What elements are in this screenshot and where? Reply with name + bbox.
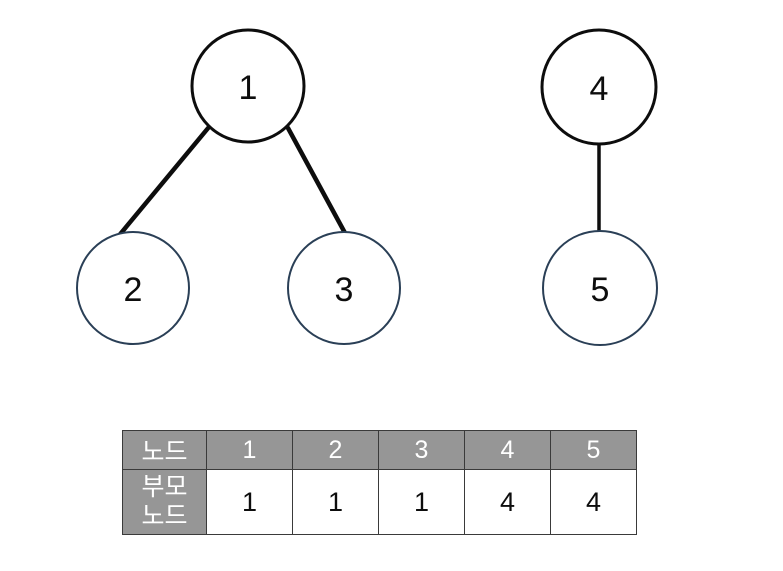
node-circle [540, 28, 658, 146]
row-header-line-2: 노드 [141, 502, 188, 530]
node-circle [76, 231, 190, 345]
table-cell-parent: 4 [550, 469, 637, 535]
row-header-line-1: 부모 [141, 473, 188, 502]
table-cell-parent: 1 [206, 469, 293, 535]
node-label: 5 [591, 271, 610, 309]
node-2[interactable]: 2 [76, 231, 190, 345]
node-4[interactable]: 4 [540, 28, 658, 146]
table-header-node: 노드 [122, 430, 207, 470]
table-header-cell: 5 [550, 430, 637, 470]
table-header-cell: 2 [292, 430, 379, 470]
table-header-cell: 1 [206, 430, 293, 470]
table-cell-parent: 1 [292, 469, 379, 535]
table-header-row: 노드 1 2 3 4 5 [122, 430, 637, 470]
table-header-cell: 4 [464, 430, 551, 470]
tree-graph-canvas: 1 2 3 4 5 [76, 28, 658, 346]
table-cell-parent: 1 [378, 469, 465, 535]
node-1[interactable]: 1 [190, 28, 306, 144]
parent-node-table-wrapper: 노드 1 2 3 4 5 부모 노드 1 1 1 4 4 [122, 430, 637, 535]
parent-node-table: 노드 1 2 3 4 5 부모 노드 1 1 1 4 4 [122, 430, 637, 535]
table-cell-parent: 4 [464, 469, 551, 535]
table-header-cell: 3 [378, 430, 465, 470]
node-label: 4 [590, 70, 609, 108]
node-label: 2 [124, 271, 143, 309]
edge-1-2 [109, 124, 212, 247]
node-circle [542, 230, 658, 346]
table-row-header-parent-node: 부모 노드 [122, 469, 207, 535]
node-label: 1 [239, 69, 258, 107]
node-3[interactable]: 3 [287, 231, 401, 345]
edge-1-3 [285, 125, 348, 236]
node-label: 3 [335, 271, 354, 309]
node-circle [190, 28, 306, 144]
table-row: 부모 노드 1 1 1 4 4 [122, 469, 637, 535]
node-circle [287, 231, 401, 345]
node-5[interactable]: 5 [542, 230, 658, 346]
